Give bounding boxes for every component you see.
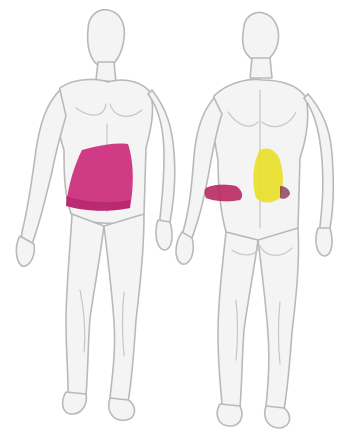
front-leg-right <box>104 214 144 410</box>
back-hand-right <box>316 228 332 256</box>
front-foot-left <box>63 392 87 414</box>
back-neck <box>250 58 272 78</box>
front-figure <box>16 10 174 421</box>
back-head <box>243 13 279 63</box>
front-leg-left <box>66 214 104 402</box>
back-arm-left <box>183 98 222 242</box>
back-hand-left <box>176 232 193 264</box>
back-figure <box>176 13 333 429</box>
front-foot-right <box>109 398 135 420</box>
back-foot-left <box>217 404 242 426</box>
back-foot-right <box>265 406 290 428</box>
front-hand-right <box>156 220 172 250</box>
front-head <box>88 10 125 68</box>
front-neck <box>96 62 116 82</box>
back-highlight-side-waist <box>205 185 243 202</box>
front-arm-left <box>22 90 66 246</box>
